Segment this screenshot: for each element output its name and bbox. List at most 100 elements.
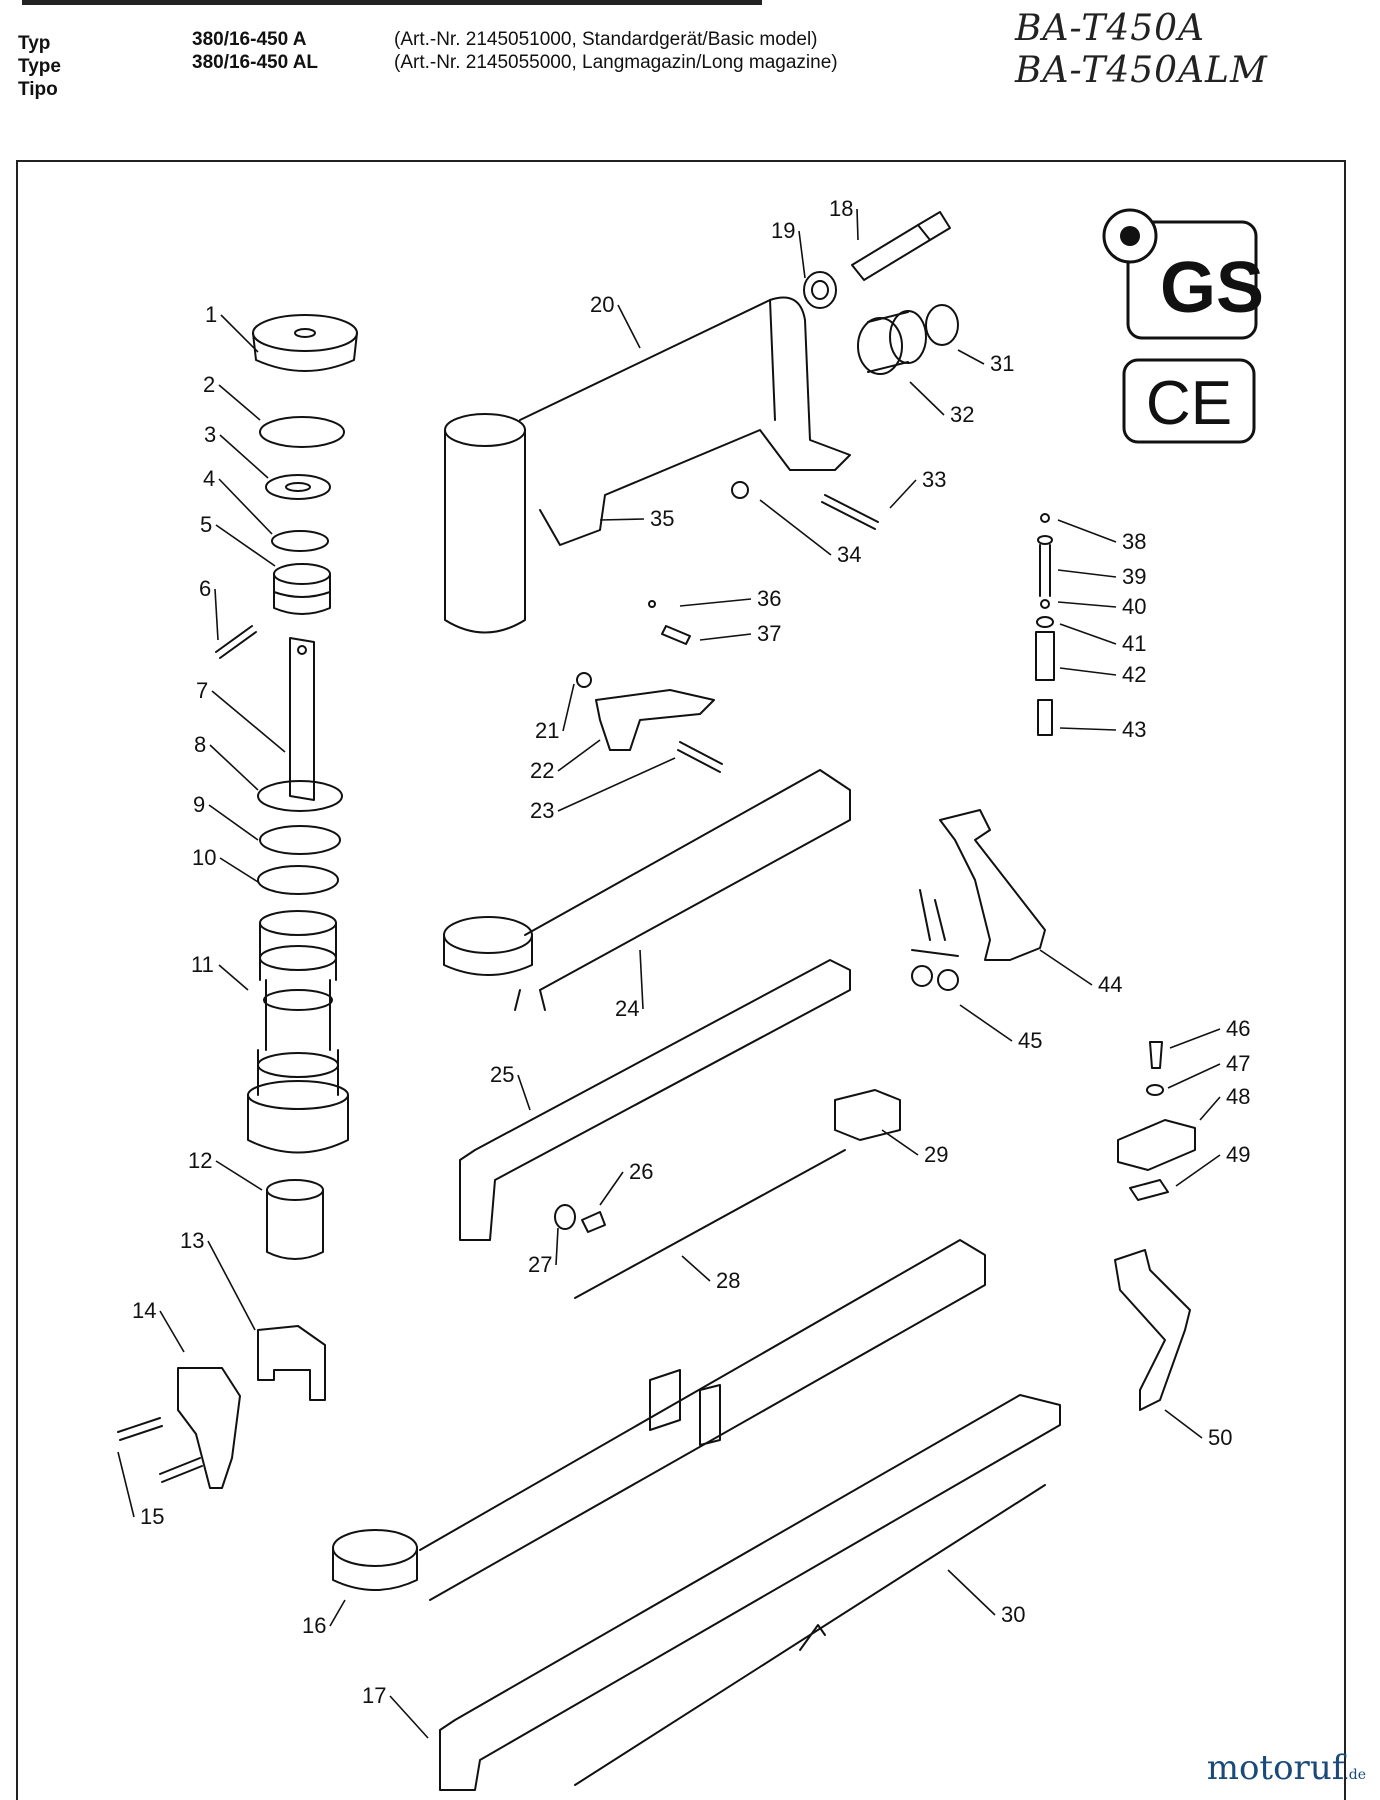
callout-leader-8	[209, 744, 259, 791]
callout-number-24: 24	[615, 996, 639, 1021]
callout-leader-9	[208, 804, 259, 841]
callout-number-17: 17	[362, 1683, 386, 1708]
handwritten-line-1: BA-T450A	[1015, 8, 1206, 49]
callout-number-26: 26	[629, 1159, 653, 1184]
callout-number-40: 40	[1122, 594, 1146, 619]
callout-number-11: 11	[191, 952, 214, 977]
part-trigger-44	[939, 809, 1046, 961]
callout-leader-49	[1175, 1154, 1221, 1187]
callout-number-45: 45	[1018, 1028, 1042, 1053]
model-basic: 380/16-450 A	[192, 29, 307, 50]
callout-leader-32	[909, 381, 945, 416]
callout-number-8: 8	[194, 732, 206, 757]
part-plate-14	[177, 1367, 241, 1489]
part-washer-3	[265, 474, 331, 500]
handwritten-annotation: BA-T450A BA-T450ALM	[1015, 8, 1268, 92]
gs-text: GS	[1160, 248, 1264, 328]
callout-number-33: 33	[922, 467, 946, 492]
part-pin-23	[677, 741, 723, 773]
callout-number-12: 12	[188, 1148, 212, 1173]
part-screws-15	[117, 1417, 203, 1483]
part-27	[554, 1204, 576, 1230]
callout-leader-28	[681, 1255, 711, 1282]
callout-number-3: 3	[204, 422, 216, 447]
callout-number-4: 4	[203, 466, 215, 491]
callout-leader-18	[856, 208, 859, 241]
part-rod-tab	[799, 1624, 826, 1651]
part-ring-4	[271, 530, 329, 552]
note-long: (Art.-Nr. 2145055000, Langmagazin/Long m…	[394, 52, 838, 73]
callout-leader-45	[959, 1004, 1013, 1042]
part-frame-20	[444, 296, 851, 634]
part-oring-2	[259, 416, 345, 448]
callout-number-31: 31	[990, 351, 1014, 376]
part-ring-10	[257, 865, 339, 895]
part-ring-31	[925, 304, 959, 346]
article-notes: (Art.-Nr. 2145051000, Standardgerät/Basi…	[394, 28, 914, 74]
callout-number-50: 50	[1208, 1425, 1232, 1450]
part-valve-stack-38-43	[1035, 513, 1055, 736]
callout-number-37: 37	[757, 621, 781, 646]
callout-leader-21	[562, 683, 575, 732]
part-26	[581, 1211, 606, 1233]
part-long-magazine-16	[332, 1239, 986, 1601]
callout-leader-15	[117, 1451, 135, 1518]
callout-leader-37	[699, 633, 752, 641]
callout-number-46: 46	[1226, 1016, 1250, 1041]
callout-leader-46	[1169, 1028, 1221, 1049]
part-49	[1129, 1179, 1169, 1201]
type-label-de: Typ	[18, 33, 51, 54]
part-driver-7	[289, 637, 315, 801]
callout-number-28: 28	[716, 1268, 740, 1293]
part-22	[595, 689, 715, 751]
part-long-rail-17	[439, 1394, 1061, 1791]
callout-leader-35	[599, 518, 645, 521]
callout-number-14: 14	[132, 1298, 156, 1323]
callout-leader-38	[1057, 519, 1117, 543]
callout-number-44: 44	[1098, 972, 1122, 997]
callout-leader-6	[214, 588, 219, 641]
callout-number-16: 16	[302, 1613, 326, 1638]
callout-leader-13	[207, 1240, 256, 1331]
callout-number-23: 23	[530, 798, 554, 823]
callout-leader-41	[1059, 623, 1117, 645]
callout-leader-27	[555, 1227, 559, 1266]
part-bolt-33	[821, 494, 879, 530]
callout-leader-1	[220, 314, 259, 353]
callout-number-21: 21	[535, 718, 559, 743]
type-label-it: Tipo	[18, 79, 58, 100]
callout-leader-42	[1059, 667, 1117, 676]
callout-leader-16	[329, 1599, 346, 1627]
part-pin-6	[215, 625, 257, 659]
callout-leader-34	[759, 499, 832, 556]
callout-number-39: 39	[1122, 564, 1146, 589]
part-cylinder-11	[247, 910, 349, 1154]
callout-number-30: 30	[1001, 1602, 1025, 1627]
callout-number-38: 38	[1122, 529, 1146, 554]
part-washer-19	[803, 271, 837, 309]
callout-number-9: 9	[193, 792, 205, 817]
callout-number-10: 10	[192, 845, 216, 870]
gs-certification-badge: GS	[1102, 208, 1264, 340]
callout-leader-5	[215, 524, 276, 567]
callout-number-25: 25	[490, 1062, 514, 1087]
ce-certification-badge: CE	[1122, 358, 1256, 444]
callout-leader-26	[599, 1171, 624, 1206]
callout-number-49: 49	[1226, 1142, 1250, 1167]
callout-number-43: 43	[1122, 717, 1146, 742]
callout-leader-14	[159, 1310, 185, 1353]
callout-number-19: 19	[771, 218, 795, 243]
ce-text: CE	[1146, 369, 1232, 438]
callout-number-35: 35	[650, 506, 674, 531]
part-valve-12	[266, 1179, 324, 1260]
brand-name: motoruf	[1206, 1748, 1345, 1788]
part-rail-25	[459, 959, 851, 1241]
part-follower-29	[834, 1089, 901, 1141]
callout-number-36: 36	[757, 586, 781, 611]
part-filter-32	[857, 310, 927, 375]
callout-leader-47	[1167, 1063, 1221, 1089]
callout-number-13: 13	[180, 1228, 204, 1253]
model-long: 380/16-450 AL	[192, 52, 319, 73]
callout-leader-48	[1199, 1096, 1221, 1121]
part-bumper-8	[257, 780, 343, 812]
